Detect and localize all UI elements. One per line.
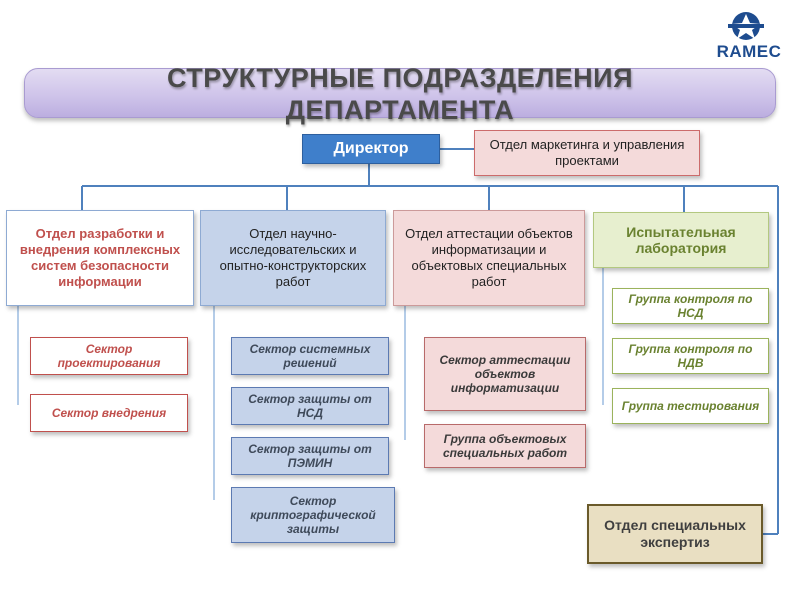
dept-attestation-box: Отдел аттестации объектов информатизации… [393,210,585,306]
dept-research-box: Отдел научно-исследовательских и опытно-… [200,210,386,306]
group-special-works-box: Группа объектовых специальных работ [424,424,586,468]
dept-development-box: Отдел разработки и внедрения комплексных… [6,210,194,306]
ramec-logo-icon [728,12,764,40]
title-line-1: СТРУКТУРНЫЕ ПОДРАЗДЕЛЕНИЯ [166,63,633,93]
page-title: СТРУКТУРНЫЕ ПОДРАЗДЕЛЕНИЯ ДЕПАРТАМЕНТА [60,62,740,126]
group-testing-box: Группа тестирования [612,388,769,424]
test-lab-box: Испытательная лаборатория [593,212,769,268]
title-banner [24,68,776,118]
sector-attestation-box: Сектор аттестации объектов информатизаци… [424,337,586,411]
sector-design-box: Сектор проектирования [30,337,188,375]
sector-pemin-protection-box: Сектор защиты от ПЭМИН [231,437,389,475]
sector-crypto-protection-box: Сектор криптографической защиты [231,487,395,543]
logo-text: RAMEC [716,42,782,61]
title-line-2: ДЕПАРТАМЕНТА [285,95,515,125]
sector-system-solutions-box: Сектор системных решений [231,337,389,375]
marketing-dept-box: Отдел маркетинга и управления проектами [474,130,700,176]
sector-implementation-box: Сектор внедрения [30,394,188,432]
group-nsd-control-box: Группа контроля по НСД [612,288,769,324]
director-box: Директор [302,134,440,164]
group-ndv-control-box: Группа контроля по НДВ [612,338,769,374]
sector-nsd-protection-box: Сектор защиты от НСД [231,387,389,425]
special-expertise-dept-box: Отдел специальных экспертиз [587,504,763,564]
